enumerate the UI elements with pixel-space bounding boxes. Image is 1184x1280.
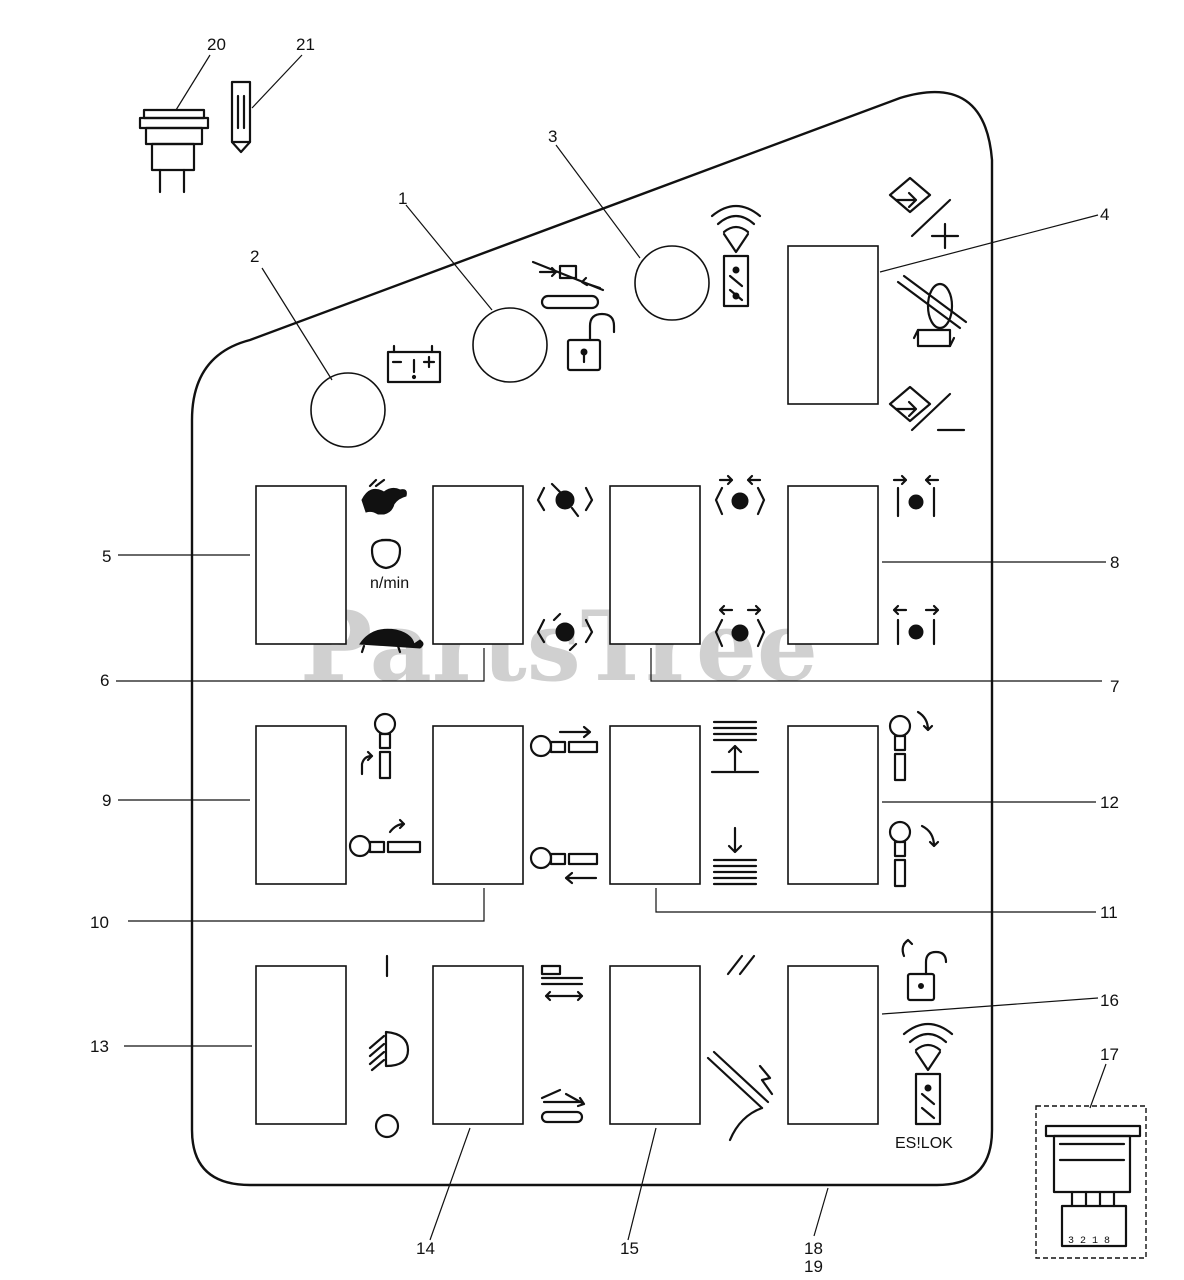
feed-forward-icon — [529, 725, 599, 758]
rocker-switch-16[interactable] — [787, 965, 879, 1125]
callout-10: 10 — [90, 913, 109, 932]
clamp-open-icon — [540, 1088, 586, 1124]
rocker-switch-14[interactable] — [432, 965, 524, 1125]
raise-icon — [710, 720, 760, 774]
rocker-switch-10[interactable] — [432, 725, 524, 885]
callout-6: 6 — [100, 671, 109, 690]
callout-14: 14 — [416, 1239, 435, 1258]
rocker-switch-5[interactable] — [255, 485, 347, 645]
swing-left-icon — [536, 482, 594, 518]
switch-pin-label: 3 2 1 8 — [1068, 1236, 1110, 1247]
eslok-label: ES!LOK — [895, 1135, 953, 1152]
rocker-switch-15[interactable] — [609, 965, 701, 1125]
coupler-release-icon — [531, 260, 605, 310]
boom-retract-icon — [714, 474, 766, 516]
off-symbol-icon — [374, 1113, 400, 1139]
callout-11: 11 — [1100, 903, 1118, 922]
indicator-lamp-part-icon — [138, 108, 210, 194]
indicator-lamp-battery — [310, 372, 386, 448]
bulb-part-icon — [230, 80, 252, 154]
spool-horizontal-icon — [348, 818, 422, 858]
rocker-switch-13[interactable] — [255, 965, 347, 1125]
remote-signal-lock-icon — [902, 1022, 954, 1126]
rocker-switch-8[interactable] — [787, 485, 879, 645]
enter-plus-icon — [888, 176, 960, 250]
leader-lines — [116, 54, 1107, 1241]
spool-rotate-cw-icon — [888, 710, 934, 782]
float-icon — [726, 954, 756, 976]
callout-15: 15 — [620, 1239, 639, 1258]
rocker-switch-6[interactable] — [432, 485, 524, 645]
swing-right-icon — [536, 612, 594, 652]
callout-9: 9 — [102, 791, 111, 810]
boom-extend-icon — [714, 604, 766, 648]
rocker-switch-11[interactable] — [609, 725, 701, 885]
clamp-close-icon — [540, 964, 584, 1002]
enter-minus-icon — [888, 385, 966, 432]
callout-3: 3 — [548, 127, 557, 146]
work-light-icon — [368, 1030, 410, 1072]
indicator-lamp-lock — [472, 307, 548, 383]
spool-up-icon — [360, 712, 397, 780]
rocker-switch-part-icon — [1044, 1124, 1142, 1248]
lower-icon — [712, 826, 758, 886]
callout-12: 12 — [1100, 793, 1119, 812]
callout-1: 1 — [398, 189, 407, 208]
rocker-switch-12[interactable] — [787, 725, 879, 885]
callout-5: 5 — [102, 547, 111, 566]
cable-cutter-icon — [706, 1050, 774, 1142]
indicator-lamp-remote — [634, 245, 710, 321]
callout-18: 18 — [804, 1239, 823, 1258]
watermark: PartsTree — [300, 590, 818, 703]
feed-reverse-icon — [529, 846, 599, 885]
engine-rpm-icon — [370, 538, 402, 570]
turtle-icon — [359, 628, 424, 654]
rocker-switch-9[interactable] — [255, 725, 347, 885]
battery-icon — [386, 344, 442, 384]
rpm-label: n/min — [370, 575, 409, 592]
rocker-switch-7[interactable] — [609, 485, 701, 645]
callout-21: 21 — [296, 35, 315, 54]
track-retract-icon — [892, 474, 940, 518]
rabbit-icon — [361, 478, 407, 515]
spool-rotate-ccw-icon — [888, 820, 940, 888]
callout-7: 7 — [1110, 677, 1119, 696]
callout-13: 13 — [90, 1037, 109, 1056]
callout-4: 4 — [1100, 205, 1109, 224]
callout-2: 2 — [250, 247, 259, 266]
callout-17: 17 — [1100, 1045, 1119, 1064]
rocker-switch-4[interactable] — [787, 245, 879, 405]
callout-16: 16 — [1100, 991, 1119, 1010]
remote-signal-icon — [710, 204, 762, 308]
callout-20: 20 — [207, 35, 226, 54]
padlock-open-icon — [566, 312, 616, 372]
rotate-unlock-icon — [901, 938, 948, 1002]
callout-8: 8 — [1110, 553, 1119, 572]
track-extend-icon — [892, 604, 940, 646]
rotate-tool-icon — [896, 274, 968, 348]
callout-19: 19 — [804, 1257, 823, 1276]
